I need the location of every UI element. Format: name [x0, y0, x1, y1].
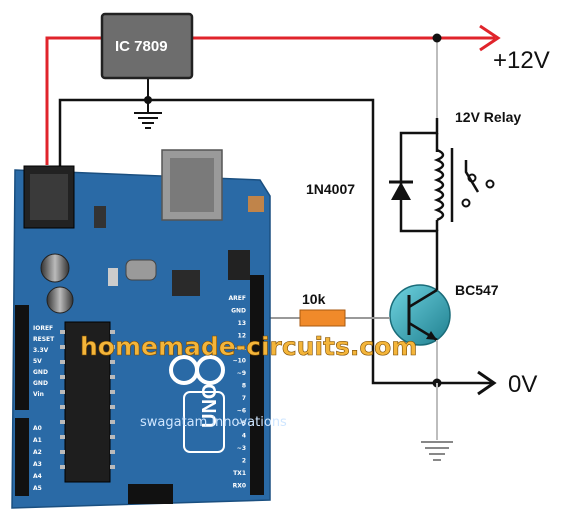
resistor-label: 10k — [302, 291, 326, 307]
junction-dot — [432, 33, 442, 43]
ground-arrow-icon — [477, 370, 497, 396]
regulator-label: IC 7809 — [115, 38, 168, 55]
transistor-label: BC547 — [455, 282, 499, 298]
diode-icon — [389, 180, 413, 200]
power-pin-label: 3.3V — [33, 347, 49, 354]
supply-arrow-icon — [479, 24, 501, 52]
power-pin-label: Vin — [33, 391, 44, 398]
ground-symbol-icon — [421, 441, 453, 461]
regulator-ground-symbol-icon — [134, 100, 162, 129]
analog-pin-label: A4 — [33, 473, 42, 480]
digital-header — [250, 275, 264, 495]
site-watermark: homemade-circuits.com — [80, 332, 417, 361]
supply-voltage-label: +12V — [493, 47, 550, 74]
chip-small-icon — [172, 270, 200, 296]
regulator-icon — [100, 12, 194, 80]
arduino-logo-icon — [169, 355, 225, 385]
power-header — [15, 305, 29, 410]
arduino-board — [11, 149, 271, 509]
digital-pin-label: 12 — [238, 333, 246, 340]
digital-pin-label: ~9 — [237, 370, 246, 377]
supply-wire-left — [45, 36, 102, 165]
digital-pin-label: RX0 — [233, 483, 246, 490]
power-pin-label: 5V — [33, 358, 42, 365]
relay-label: 12V Relay — [455, 109, 521, 125]
power-pin-label: GND — [33, 369, 48, 376]
icsp2-header — [128, 484, 173, 504]
analog-pin-label: A1 — [33, 437, 42, 444]
capacitor-icon — [40, 253, 74, 314]
diode-label: 1N4007 — [306, 181, 355, 197]
resistor-icon — [299, 309, 346, 327]
icsp-header — [228, 250, 250, 280]
relay-icon — [399, 118, 495, 245]
digital-pin-label: ~10 — [233, 358, 246, 365]
digital-pin-label: ~6 — [237, 408, 246, 415]
analog-pin-label: A5 — [33, 485, 42, 492]
ground-voltage-label: 0V — [508, 371, 537, 398]
digital-pin-label: GND — [231, 308, 246, 315]
junction-dot — [144, 96, 152, 104]
power-pin-label: GND — [33, 380, 48, 387]
digital-pin-label: ~11 — [233, 345, 246, 352]
analog-pin-label: A2 — [33, 449, 42, 456]
digital-pin-label: ~3 — [237, 445, 246, 452]
crystal-icon — [125, 259, 157, 281]
transistor-icon — [389, 245, 451, 383]
board-brand-label: UNO — [199, 384, 221, 428]
ground-wire — [58, 98, 492, 385]
digital-pin-label: ~5 — [237, 420, 246, 427]
digital-pin-label: 7 — [242, 395, 246, 402]
credit-watermark: swagatam innovations — [140, 415, 287, 430]
analog-pin-label: A0 — [33, 425, 42, 432]
analog-pin-label: A3 — [33, 461, 42, 468]
digital-pin-label: TX1 — [233, 470, 246, 477]
digital-pin-label: 8 — [242, 383, 246, 390]
atmega-chip-icon — [64, 321, 111, 483]
digital-pin-label: AREF — [229, 295, 246, 302]
analog-header — [15, 418, 29, 496]
reset-button — [248, 196, 264, 212]
power-pin-label: IOREF — [33, 325, 53, 332]
digital-pin-label: 13 — [238, 320, 246, 327]
digital-pin-label: 4 — [242, 433, 246, 440]
digital-pin-label: 2 — [242, 458, 246, 465]
power-pin-label: RESET — [33, 336, 55, 343]
